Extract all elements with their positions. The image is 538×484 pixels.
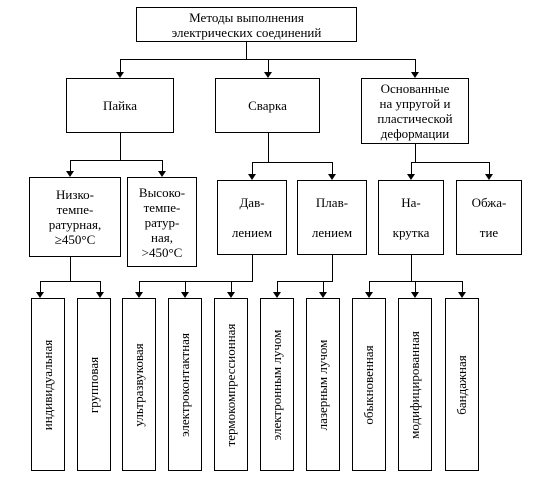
connector [268,133,269,163]
modified-box: модифицированная [398,298,432,471]
welding-box: Сварка [215,78,320,133]
connector [139,281,253,282]
connector [70,160,71,171]
bandage-label: бандажная [454,354,469,415]
connector [277,281,278,292]
bandage-box: бандажная [445,298,479,471]
wrapping-box: На- крутка [378,180,444,255]
arrow-head [264,72,272,78]
arrow-head [273,292,281,298]
connector [120,133,121,161]
ultrasonic-label: ультразвуковая [131,342,146,427]
connector [70,257,71,282]
arrow-head [328,174,336,180]
connector [415,59,416,72]
root-box: Методы выполнения электрических соединен… [136,7,357,42]
connector [162,160,163,171]
connector [415,281,416,292]
group-box: групповая [77,298,111,471]
connector [120,59,415,60]
individual-box: индивидуальная [31,298,65,471]
connector [415,144,416,163]
connector [70,160,163,161]
arrow-head [411,72,419,78]
individual-label: индивидуальная [40,339,55,430]
arrow-head [227,292,235,298]
arrow-head [66,171,74,177]
thermocompression-label: термокомпрессионная [223,323,238,446]
connector [369,281,463,282]
arrow-head [407,174,415,180]
arrow-head [458,292,466,298]
pressure-box: Дав- лением [217,180,287,255]
crimping-box: Обжа- тие [456,180,522,255]
connector [462,281,463,292]
connector [252,162,253,174]
low-temp-box: Низко- темпе- ратурная, ≥450°С [29,177,121,257]
connector [40,281,101,282]
electrocontact-box: электроконтактная [168,298,202,471]
melting-box: Плав- лением [297,180,367,255]
connector [332,162,333,174]
arrow-head [485,174,493,180]
connector [411,162,412,174]
electron-beam-label: электронным лучом [269,329,284,440]
arrow-head [96,292,104,298]
thermocompression-box: термокомпрессионная [214,298,248,471]
connector [489,162,490,174]
arrow-head [116,72,124,78]
arrow-head [411,292,419,298]
connector [139,281,140,292]
connector [100,281,101,292]
soldering-box: Пайка [66,78,174,133]
ordinary-label: обыкновенная [361,344,376,425]
connector [277,281,333,282]
ordinary-box: обыкновенная [352,298,386,471]
arrow-head [365,292,373,298]
laser-beam-label: лазерным лучом [315,339,330,430]
connector [411,162,490,163]
group-label: групповая [86,356,101,413]
arrow-head [135,292,143,298]
connector [332,255,333,282]
connector [246,42,247,60]
arrow-head [181,292,189,298]
connector [231,281,232,292]
ultrasonic-box: ультразвуковая [122,298,156,471]
connector [185,281,186,292]
connector [120,59,121,72]
connector [369,281,370,292]
connector [252,162,333,163]
connector [268,59,269,72]
high-temp-box: Высоко- темпе- ратур- ная, >450°С [127,177,197,267]
laser-beam-box: лазерным лучом [306,298,340,471]
modified-label: модифицированная [407,330,422,439]
electron-beam-box: электронным лучом [260,298,294,471]
arrow-head [158,171,166,177]
connector [40,281,41,292]
arrow-head [319,292,327,298]
arrow-head [36,292,44,298]
electrocontact-label: электроконтактная [177,332,192,437]
connector [411,255,412,282]
deformation-box: Основанные на упругой и пластической деф… [361,78,469,144]
arrow-head [248,174,256,180]
connector [252,255,253,282]
connector [323,281,324,292]
